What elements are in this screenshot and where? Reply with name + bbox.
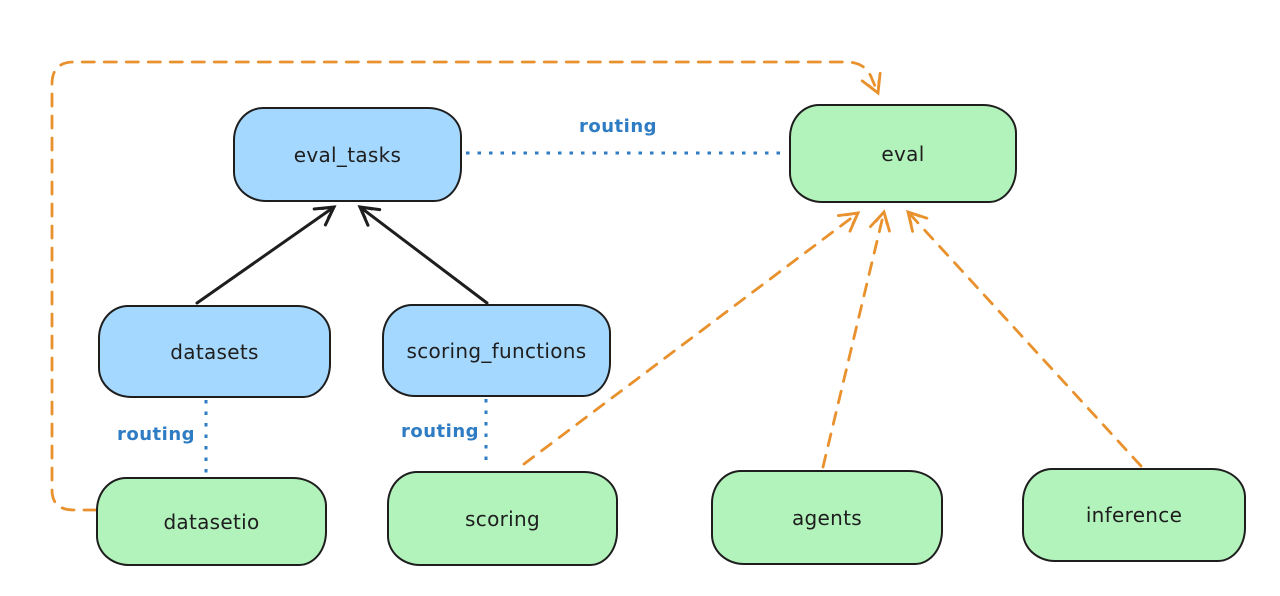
node-scoring-functions-label: scoring_functions (406, 338, 587, 363)
edge-label-routing-left: routing (116, 424, 196, 445)
edge-inference-to-eval (906, 209, 1143, 468)
node-datasets: datasets (98, 305, 331, 398)
node-eval: eval (789, 104, 1017, 203)
edge-datasetio-to-eval-loop (50, 60, 882, 512)
edge-scoring-functions-to-eval-tasks (357, 205, 489, 305)
node-inference-label: inference (1085, 503, 1183, 527)
edge-scoring-to-eval (522, 211, 861, 466)
node-inference: inference (1022, 468, 1246, 562)
node-eval-tasks: eval_tasks (233, 107, 462, 202)
node-agents: agents (711, 470, 943, 565)
node-eval-tasks-label: eval_tasks (293, 142, 402, 167)
edge-agents-to-eval (821, 209, 891, 469)
node-scoring: scoring (387, 471, 618, 566)
node-datasetio: datasetio (96, 477, 327, 566)
node-scoring-functions: scoring_functions (382, 304, 611, 397)
node-datasets-label: datasets (170, 339, 259, 364)
node-eval-label: eval (881, 141, 925, 166)
node-scoring-label: scoring (465, 506, 540, 531)
edge-datasets-to-eval-tasks (195, 205, 337, 305)
node-agents-label: agents (792, 505, 862, 530)
node-datasetio-label: datasetio (163, 509, 260, 534)
edge-label-routing-top: routing (578, 116, 658, 137)
edge-label-routing-mid: routing (400, 421, 480, 442)
